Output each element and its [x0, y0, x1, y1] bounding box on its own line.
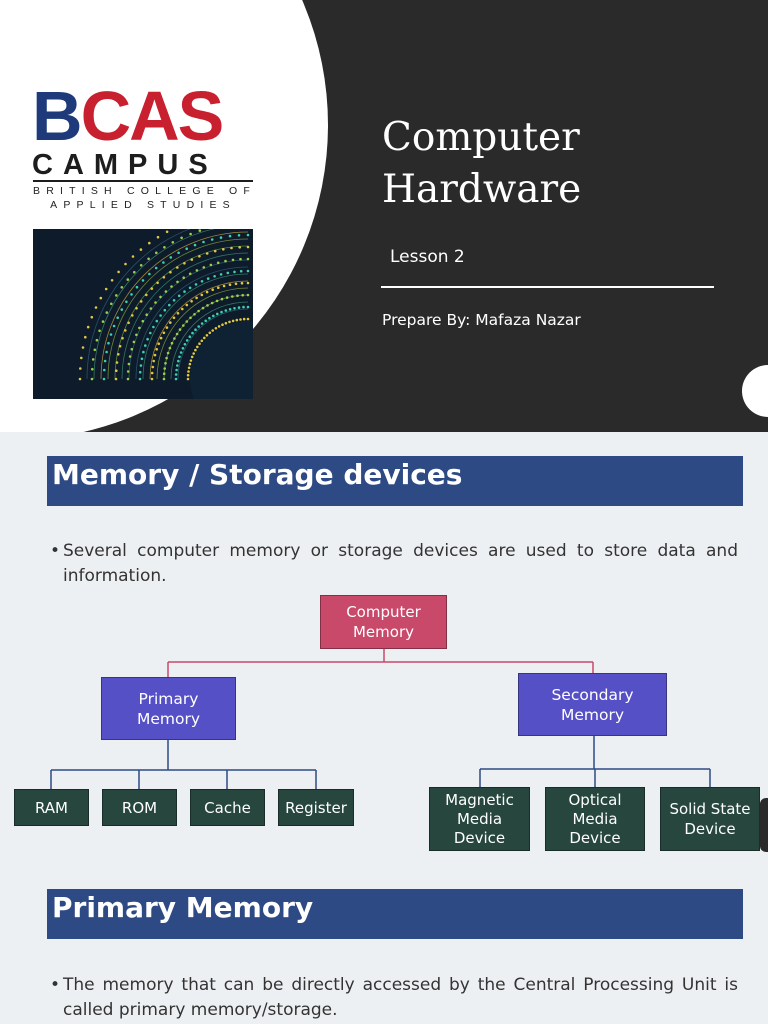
node-label-line: Device [684, 820, 736, 838]
node-ram: RAM [14, 789, 89, 826]
logo-subtitle-line1: BRITISH COLLEGE OF [33, 185, 257, 197]
title-line-1: Computer [382, 115, 580, 160]
node-label-line: Primary [138, 689, 199, 708]
node-label-line: Media [572, 809, 618, 828]
white-dot-decoration [742, 365, 768, 417]
bullet-text: Several computer memory or storage devic… [63, 541, 738, 586]
node-label-line: Solid State [669, 800, 751, 818]
node-register: Register [278, 789, 354, 826]
edge-tab-decoration [760, 798, 768, 852]
memory-storage-slide: Memory / Storage devices • Several compu… [0, 432, 768, 864]
node-label-line: Memory [560, 705, 625, 724]
logo-letter-b: B [32, 77, 83, 155]
node-label-line: Memory [136, 709, 201, 728]
node-rom: ROM [102, 789, 177, 826]
title-line-2: Hardware [382, 167, 582, 212]
node-label-line: Media [456, 809, 503, 828]
node-label-line: Secondary [551, 685, 634, 704]
bullet-text: The memory that can be directly accessed… [63, 975, 738, 1020]
node-label-line: Computer [346, 603, 421, 621]
bcas-logo-wordmark: BCAS [32, 80, 254, 152]
lesson-label: Lesson 2 [390, 247, 465, 267]
node-cache: Cache [190, 789, 265, 826]
hierarchy-connectors [50, 649, 711, 789]
title-divider [381, 286, 714, 288]
slide-heading: Primary Memory [47, 889, 743, 939]
title-slide: BCAS CAMPUS BRITISH COLLEGE OF APPLIED S… [0, 0, 768, 432]
logo-subtitle-line2: APPLIED STUDIES [50, 199, 236, 211]
logo-campus-text: CAMPUS [32, 149, 218, 181]
node-label-line: Optical [568, 790, 622, 809]
author-line: Prepare By: Mafaza Nazar [382, 311, 581, 329]
node-label-line: Device [453, 828, 506, 847]
logo-letters-cas: CAS [80, 77, 225, 155]
primary-memory-slide: Primary Memory • The memory that can be … [0, 864, 768, 1024]
bullet-dot-icon: • [50, 975, 61, 995]
node-label-line: Magnetic [445, 790, 514, 809]
node-label-line: Memory [352, 623, 414, 641]
slide-heading: Memory / Storage devices [47, 456, 743, 506]
logo-divider [33, 180, 253, 182]
circuit-artwork-image [33, 217, 306, 432]
bullet-dot-icon: • [50, 541, 61, 561]
node-label-line: Device [569, 828, 621, 847]
presentation-title: Computer Hardware [382, 112, 682, 216]
